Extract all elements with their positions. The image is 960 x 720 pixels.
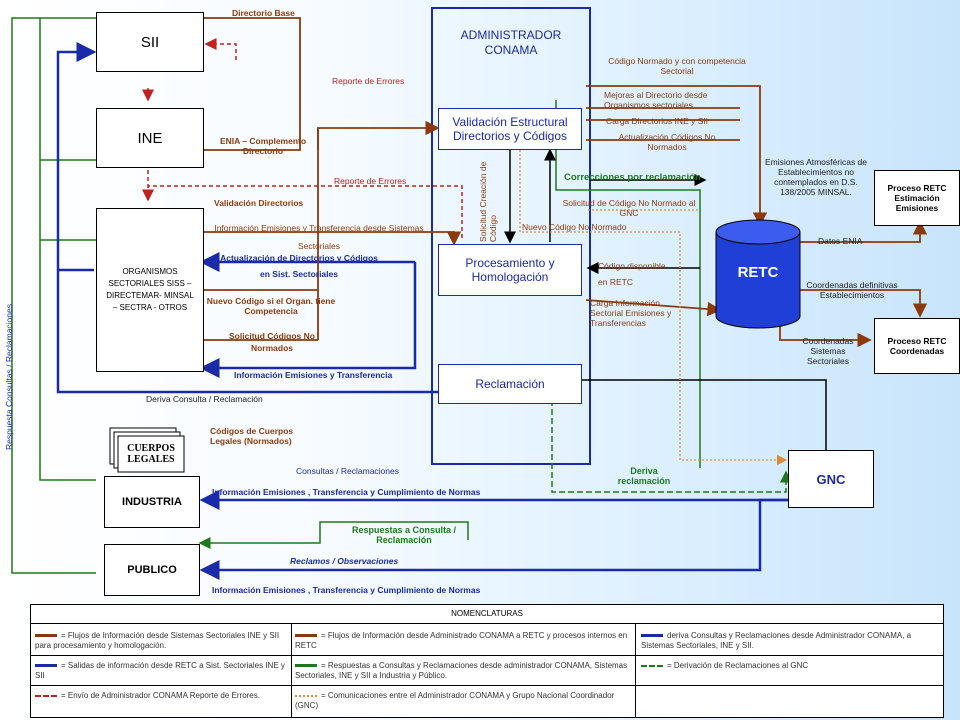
label-deriva-consulta: Deriva Consulta / Reclamación [146,394,263,404]
sii-node: SII [96,12,204,72]
label-datos-enia: Datos ENIA [818,236,863,246]
label-respuestas-consulta: Respuestas a Consulta / Reclamación [351,525,457,545]
legend-item-7: = Envío de Administrador CONAMA Reporte … [35,691,285,701]
legend-item-1: = Flujos de Información desde Sistemas S… [35,631,280,650]
brown-lines [202,17,928,348]
legend-item-2: = Flujos de Información desde Administra… [295,631,628,650]
label-mejoras-directorio: Mejoras al Directorio desde Organismos s… [604,90,708,110]
reclamacion-node: Reclamación [438,364,582,404]
label-reporte-errores-1: Reporte de Errores [332,76,405,86]
legend-item-3: deriva Consultas y Reclamaciones desde A… [641,631,912,650]
label-info-publico: Información Emisiones , Transferencia y … [212,585,481,595]
label-nuevo-codigo-no-normado: Nuevo Código No Normado [522,222,627,232]
label-info-industria: Información Emisiones , Transferencia y … [212,487,481,497]
label-directorio-base: Directorio Base [232,8,295,18]
blue-lines [56,42,792,580]
label-coordenadas-definitivas: Coordenadas definitivas Establecimientos [806,280,898,300]
cuerpos-legales-stack [109,427,185,473]
legend-item-6: = Derivación de Reclamaciones al GNC [641,661,937,671]
legend-swatch-green-dashed [641,664,663,667]
label-solicitud-creacion: Solicitud Creación de Código [478,161,498,242]
label-nuevo-codigo: Nuevo Código si el Organ. tiene Competen… [206,296,336,316]
organismos-node: ORGANISMOS SECTORIALES SISS – DIRECTEMAR… [96,208,204,372]
label-deriva-reclamacion: Deriva reclamación [617,466,671,486]
label-solicitud-codigos: Solicitud Códigos No Normados [229,331,315,353]
administrador-frame [431,7,591,465]
label-validacion-directorios: Validación Directorios [214,198,304,208]
legend-swatch-green [295,664,317,668]
green-dashed-derivation [551,400,792,493]
label-carga-directorios: Carga Directorios INE y SII [606,116,709,126]
administrador-title: ADMINISTRADOR CONAMA [460,28,562,57]
gnc-node: GNC [788,450,874,508]
industria-node: INDUSTRIA [104,476,200,528]
orange-dotted-lines [519,150,788,466]
proceso-emisiones-node: Proceso RETC Estimación Emisiones [874,170,960,226]
label-info-emisiones-sistemas: Información Emisiones y Transferencia de… [214,223,424,251]
legend-item-4: = Salidas de información desde RETC a Si… [35,661,285,680]
legend-swatch-blue [641,634,663,638]
label-info-emisiones-transferencia: Información Emisiones y Transferencia [234,370,393,380]
ine-node: INE [96,108,204,168]
legend-item-5: = Respuestas a Consultas y Reclamaciones… [295,661,628,680]
label-actualizacion-codigos: Actualización Códigos No Normados [618,132,716,152]
label-respuesta-consultas-vertical: Respuesta Consultas / Reclamaciones [4,304,14,450]
label-solicitud-no-normado: Solicitud de Código No Normado al GNC [562,198,696,218]
legend-swatch-brown-2 [295,634,317,638]
retc-node: RETC [737,264,779,281]
label-codigo-normado: Código Normado y con competencia Sectori… [608,56,746,76]
legend-title: NOMENCLATURAS [451,609,523,618]
legend-item-8: = Comunicaciones entre el Administrador … [295,691,615,710]
validacion-node: Validación Estructural Directorios y Cód… [438,108,582,150]
proceso-coordenadas-node: Proceso RETC Coordenadas [874,318,960,374]
label-consultas-reclamaciones: Consultas / Reclamaciones [296,466,399,476]
legend: NOMENCLATURAS = Flujos de Información de… [30,604,944,718]
retc-cylinder [715,219,801,329]
label-carga-informacion: Carga Información Sectorial Emisiones y … [590,298,672,328]
label-emisiones-atmosfericas: Emisiones Atmosféricas de Establecimient… [764,157,868,197]
legend-swatch-brown [35,634,57,638]
label-actualizacion-directorios: Actualización de Directorios y Códigos e… [220,253,378,279]
label-reclamos-observaciones: Reclamos / Observaciones [290,556,399,566]
legend-swatch-orange-dotted [295,694,317,697]
label-correcciones: Correcciones por reclamación [564,172,701,183]
label-coordenadas-sistemas: Coordenadas Sistemas Sectoriales [802,336,854,366]
cuerpos-legales-label: CUERPOS LEGALES [127,443,175,465]
procesamiento-node: Procesamiento y Homologación [438,244,582,296]
label-codigos-cuerpos: Códigos de Cuerpos Legales (Normados) [210,426,294,446]
label-codigo-disponible: Código disponible en RETC [598,261,666,287]
red-error-lines [142,38,463,238]
label-enia: ENIA – Complemento Directorio [219,136,307,156]
legend-swatch-blue-2 [35,664,57,668]
publico-node: PUBLICO [104,544,200,596]
label-reporte-errores-2: Reporte de Errores [334,176,407,186]
legend-swatch-red-dashed [35,694,57,697]
